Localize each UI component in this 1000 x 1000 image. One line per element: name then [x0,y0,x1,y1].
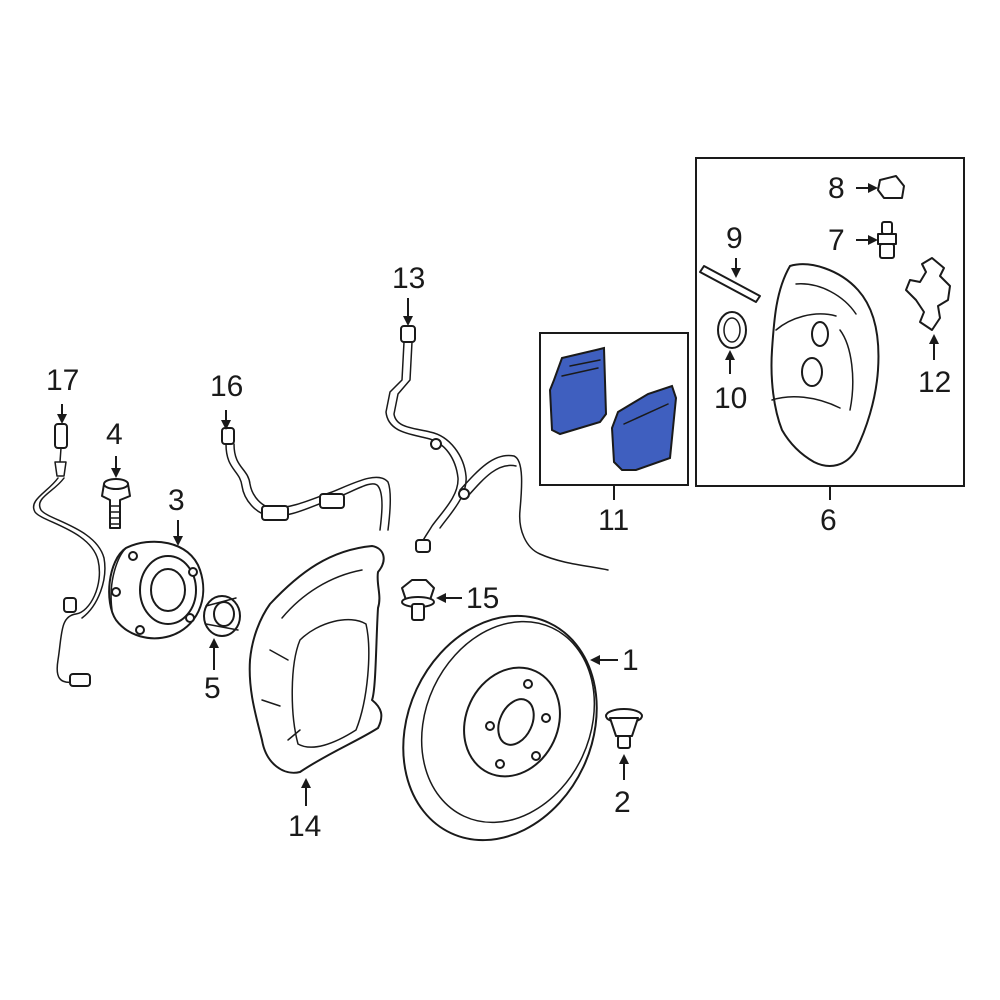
pad-kit-group-frame [539,332,689,486]
callout-10: 10 [714,382,747,415]
callout-2: 2 [614,786,631,819]
rotor-screw-part[interactable] [605,708,643,749]
shield-bolt-part[interactable] [401,579,435,621]
wheel-hub-part[interactable] [108,540,205,640]
brake-caliper-part[interactable] [770,263,880,467]
anti-rattle-clip-part[interactable] [905,257,951,331]
wheel-bearing-part[interactable] [203,595,241,637]
callout-13: 13 [392,262,425,295]
splash-shield-part[interactable] [248,545,385,774]
callout-17: 17 [46,364,79,397]
callout-8: 8 [828,172,845,205]
callout-1: 1 [622,644,639,677]
caliper-seal-part[interactable] [717,311,747,349]
callout-7: 7 [828,224,845,257]
brake-wear-sensor-part[interactable] [385,325,609,571]
callout-12: 12 [918,366,951,399]
callout-6: 6 [820,504,837,537]
abs-sensor-part[interactable] [32,423,106,687]
bleeder-cap-part[interactable] [877,175,905,199]
callout-5: 5 [204,672,221,705]
caliper-pin-part[interactable] [699,265,761,303]
bleeder-screw-part[interactable] [877,221,897,259]
callout-11: 11 [598,504,629,537]
brake-pads-part[interactable] [548,346,678,471]
callout-16: 16 [210,370,243,403]
callout-3: 3 [168,484,185,517]
callout-4: 4 [106,418,123,451]
brake-rotor-part[interactable] [368,584,633,872]
wheel-bolt-part[interactable] [101,478,131,529]
brake-hose-part[interactable] [221,427,392,531]
callout-14: 14 [288,810,321,843]
callout-9: 9 [726,222,743,255]
callout-15: 15 [466,582,499,615]
